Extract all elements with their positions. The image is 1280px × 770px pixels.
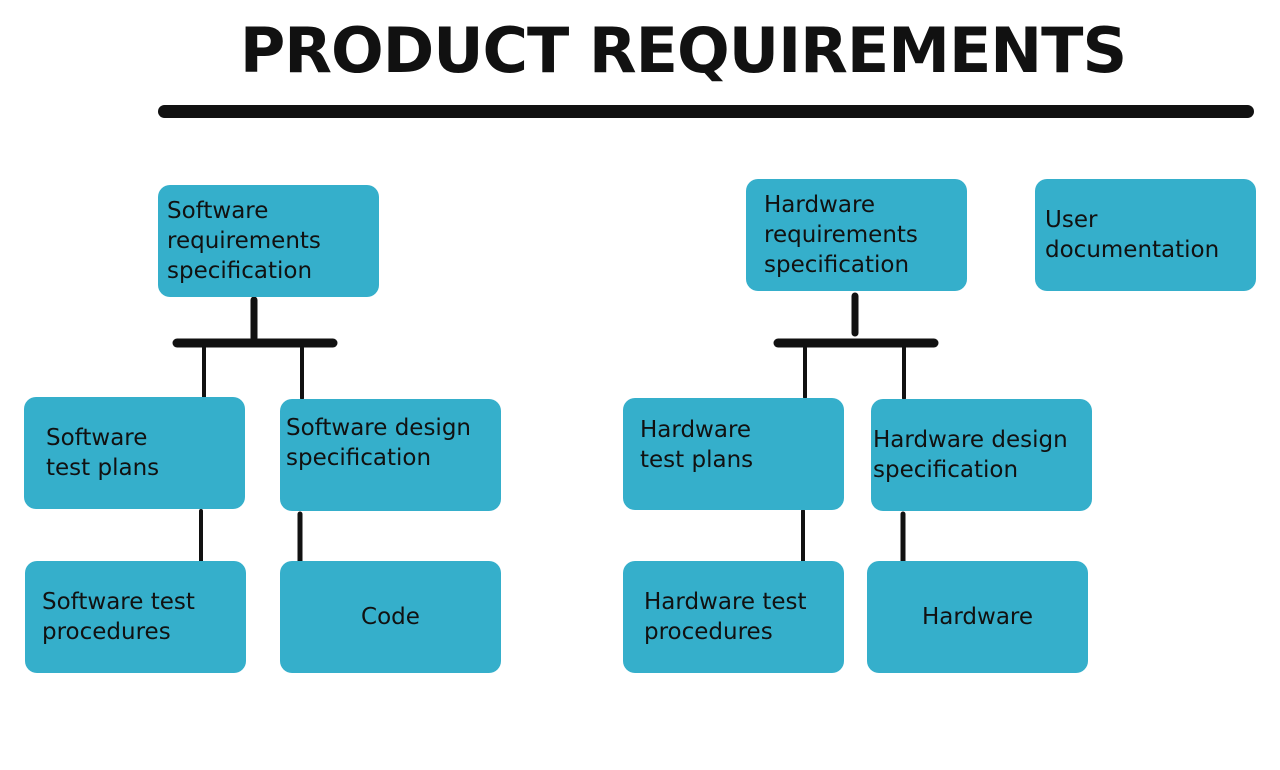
hardware-test-plans-box: Hardware test plans	[623, 398, 844, 510]
software-test-procedures-box: Software test procedures	[25, 561, 246, 673]
software-requirements-spec-box: Software requirements specification	[158, 185, 379, 297]
hardware-requirements-spec-box: Hardware requirements specification	[746, 179, 967, 291]
hardware-test-procedures-box: Hardware test procedures	[623, 561, 844, 673]
hardware-box: Hardware	[867, 561, 1088, 673]
hardware-design-spec-box: Hardware design specification	[871, 399, 1092, 511]
software-test-plans-box: Software test plans	[24, 397, 245, 509]
code-box: Code	[280, 561, 501, 673]
diagram-title: PRODUCT REQUIREMENTS	[239, 14, 1127, 87]
title-underline	[158, 105, 1254, 118]
user-documentation-box: User documentation	[1035, 179, 1256, 291]
software-design-spec-box: Software design specification	[280, 399, 501, 511]
